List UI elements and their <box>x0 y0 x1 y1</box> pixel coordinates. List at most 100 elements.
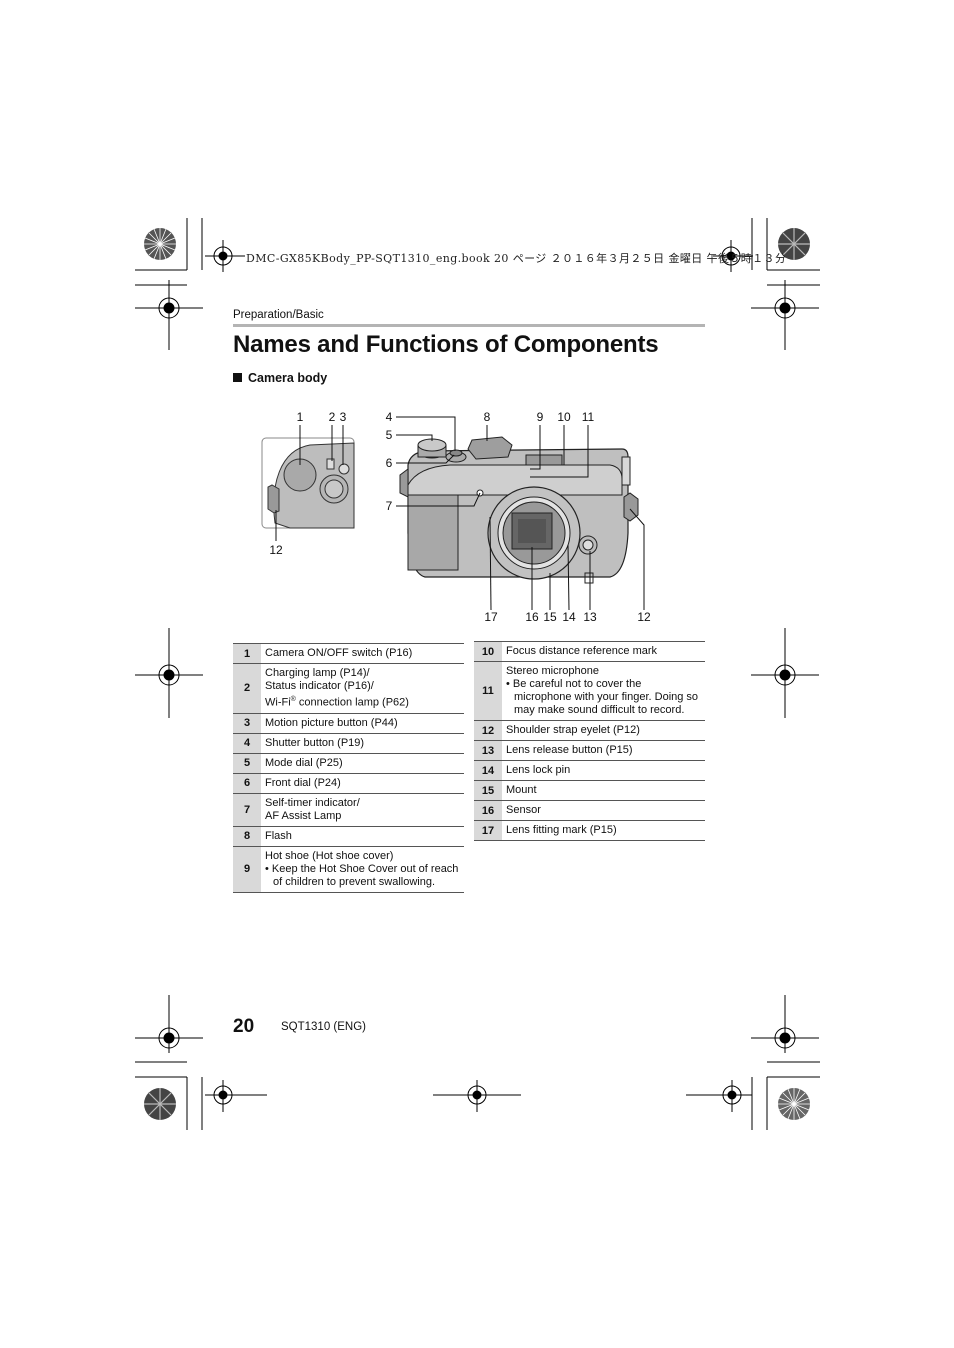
item-number: 12 <box>474 720 502 741</box>
desc-line: Stereo microphone <box>506 665 599 677</box>
registration-mark-icon <box>135 628 203 718</box>
item-number: 9 <box>233 846 261 893</box>
item-number: 1 <box>233 643 261 664</box>
item-number: 17 <box>474 820 502 841</box>
section-label: Preparation/Basic <box>233 309 324 321</box>
callout-label: 12 <box>637 610 651 624</box>
registration-mark-icon <box>686 1080 752 1112</box>
callout-label: 7 <box>386 499 393 513</box>
registration-mark-icon <box>751 628 819 718</box>
item-description: Charging lamp (P14)/Status indicator (P1… <box>261 663 464 714</box>
color-target-icon <box>144 1088 176 1120</box>
desc-line: Charging lamp (P14)/ <box>265 667 370 679</box>
item-number: 15 <box>474 780 502 801</box>
registration-mark-icon <box>433 1080 521 1112</box>
note-bullet: Be careful not to cover the microphone w… <box>506 678 701 717</box>
registration-mark-icon <box>713 240 753 272</box>
item-number: 7 <box>233 793 261 827</box>
registration-mark-icon <box>205 240 245 272</box>
registration-mark-icon <box>205 1080 267 1112</box>
registration-mark-icon <box>135 280 203 350</box>
note-bullet: Keep the Hot Shoe Cover out of reach of … <box>265 863 460 889</box>
sub-heading: Camera body <box>233 371 327 385</box>
section-divider <box>233 324 705 327</box>
page-number: 20 <box>233 1016 255 1037</box>
registration-mark-icon <box>135 995 203 1053</box>
item-number: 14 <box>474 760 502 781</box>
callout-label: 3 <box>340 410 347 424</box>
item-description: Mode dial (P25) <box>261 753 464 774</box>
sub-heading-text: Camera body <box>248 371 328 385</box>
item-description: Flash <box>261 826 464 847</box>
registration-mark-icon <box>751 280 819 350</box>
item-description: Stereo microphoneBe careful not to cover… <box>502 661 705 721</box>
wifi-text: Wi-Fi <box>265 696 291 709</box>
callout-label: 12 <box>269 543 283 557</box>
callout-label: 4 <box>386 410 393 424</box>
print-header: DMC-GX85KBody_PP-SQT1310_eng.book 20 ページ… <box>246 252 787 265</box>
registration-mark-icon <box>751 995 819 1053</box>
item-description: Lens lock pin <box>502 760 705 781</box>
square-bullet-icon <box>233 373 242 382</box>
callout-label: 1 <box>297 410 304 424</box>
callout-label: 2 <box>329 410 336 424</box>
desc-line: Self-timer indicator/ <box>265 796 360 809</box>
item-description: Focus distance reference mark <box>502 641 705 662</box>
item-number: 3 <box>233 713 261 734</box>
item-description: Lens fitting mark (P15) <box>502 820 705 841</box>
wifi-rest-text: connection lamp (P62) <box>295 696 409 709</box>
color-target-icon <box>778 228 810 260</box>
callout-label: 14 <box>562 610 576 624</box>
callout-label: 16 <box>525 610 539 624</box>
callout-label: 11 <box>582 410 595 424</box>
item-number: 10 <box>474 641 502 662</box>
item-number: 5 <box>233 753 261 774</box>
desc-line: AF Assist Lamp <box>265 809 342 822</box>
item-description: Lens release button (P15) <box>502 740 705 761</box>
callout-label: 17 <box>484 610 498 624</box>
item-number: 8 <box>233 826 261 847</box>
item-description: Sensor <box>502 800 705 821</box>
callout-label: 10 <box>557 410 571 424</box>
callout-label: 8 <box>484 410 491 424</box>
item-description: Shoulder strap eyelet (P12) <box>502 720 705 741</box>
item-number: 16 <box>474 800 502 821</box>
item-number: 6 <box>233 773 261 794</box>
registered-mark: ® <box>290 696 296 703</box>
item-description: Front dial (P24) <box>261 773 464 794</box>
callout-label: 9 <box>537 410 544 424</box>
item-description: Self-timer indicator/AF Assist Lamp <box>261 793 464 827</box>
camera-diagram: 1 2 3 4 5 6 7 8 9 10 11 12 17 16 15 14 1… <box>261 410 651 624</box>
desc-line: Hot shoe (Hot shoe cover) <box>265 849 394 862</box>
item-number: 2 <box>233 663 261 714</box>
item-description: Camera ON/OFF switch (P16) <box>261 643 464 664</box>
desc-line: Status indicator (P16)/ <box>265 680 374 692</box>
item-number: 13 <box>474 740 502 761</box>
callout-label: 13 <box>583 610 597 624</box>
document-code: SQT1310 (ENG) <box>281 1021 366 1033</box>
item-description: Motion picture button (P44) <box>261 713 464 734</box>
callout-label: 15 <box>543 610 557 624</box>
item-description: Hot shoe (Hot shoe cover)Keep the Hot Sh… <box>261 846 464 893</box>
page-title: Names and Functions of Components <box>233 331 659 358</box>
color-target-icon <box>778 1088 810 1120</box>
item-description: Shutter button (P19) <box>261 733 464 754</box>
